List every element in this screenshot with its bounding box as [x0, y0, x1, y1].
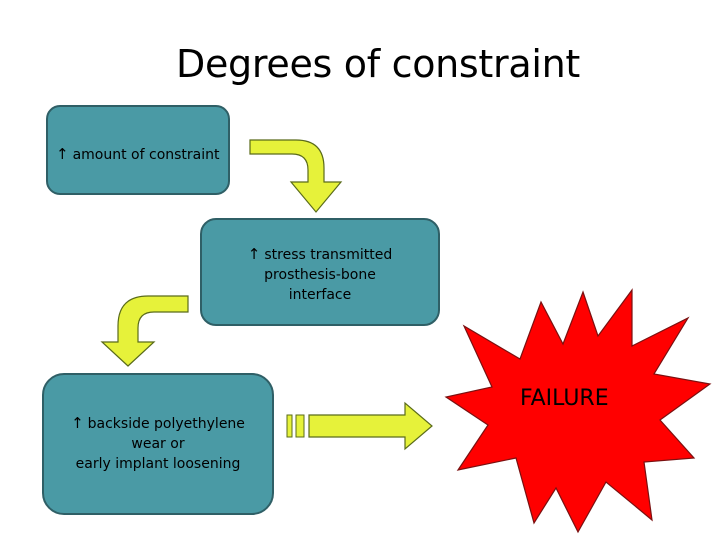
up-arrow-icon: ↑ — [247, 245, 261, 263]
stress-transmitted-box: ↑stress transmitted prosthesis-bone inte… — [200, 218, 440, 326]
box-text-line: backside polyethylene — [87, 416, 245, 432]
box-text-line: early implant loosening — [75, 456, 241, 472]
up-arrow-icon: ↑ — [56, 145, 69, 163]
box-text-line: stress transmitted — [264, 247, 393, 263]
backside-wear-box: ↑backside polyethylene wear or early imp… — [42, 373, 274, 515]
amount-of-constraint-box: ↑amount of constraint — [46, 105, 230, 195]
box-text-line: amount of constraint — [72, 147, 220, 163]
failure-starburst — [444, 288, 712, 534]
box-text-line: wear or — [131, 436, 185, 452]
bent-arrow-down-left — [100, 295, 189, 367]
arrow-stripe-1 — [286, 414, 293, 438]
arrow-stripe-2 — [295, 414, 305, 438]
box-text-line: interface — [288, 287, 352, 303]
box-text-line: prosthesis-bone — [264, 267, 376, 283]
up-arrow-icon: ↑ — [71, 414, 84, 432]
slide-title: Degrees of constraint — [176, 42, 580, 86]
block-arrow-right — [308, 401, 433, 451]
failure-label: FAILURE — [520, 386, 609, 411]
bent-arrow-down-right — [249, 139, 343, 213]
